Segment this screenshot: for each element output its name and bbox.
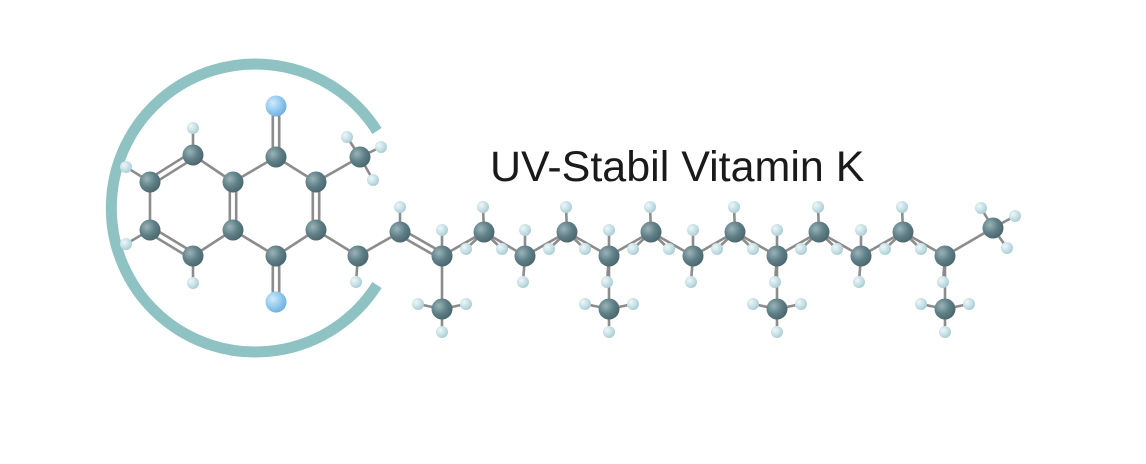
- hydrogen-atom: [915, 243, 927, 255]
- carbon-atom: [724, 221, 746, 243]
- hydrogen-atom: [663, 243, 675, 255]
- hydrogen-atom: [543, 243, 555, 255]
- carbon-atom: [514, 245, 536, 267]
- hydrogen-atom: [975, 202, 987, 214]
- carbon-atom: [682, 245, 704, 267]
- hydrogen-atom: [795, 243, 807, 255]
- carbon-atom: [182, 245, 204, 267]
- carbon-atom: [808, 221, 830, 243]
- teal-ring-arc: [105, 58, 382, 358]
- carbon-atom: [349, 146, 371, 168]
- carbon-atom: [598, 298, 620, 320]
- hydrogen-atom: [747, 298, 759, 310]
- hydrogen-atom: [187, 122, 199, 134]
- carbon-atom: [934, 298, 956, 320]
- hydrogen-atom: [896, 201, 908, 213]
- hydrogen-atom: [120, 238, 132, 250]
- hydrogen-atom: [795, 298, 807, 310]
- hydrogen-atom: [436, 326, 448, 338]
- hydrogen-atom: [350, 276, 362, 288]
- carbon-atom: [182, 144, 204, 166]
- carbon-atom: [598, 245, 620, 267]
- carbon-atom: [222, 219, 244, 241]
- hydrogen-atom: [579, 298, 591, 310]
- hydrogen-atom: [460, 243, 472, 255]
- hydrogen-atom: [915, 298, 927, 310]
- hydrogen-atom: [375, 141, 387, 153]
- carbon-atom: [934, 245, 956, 267]
- hydrogen-atom: [517, 276, 529, 288]
- carbon-atom: [431, 298, 453, 320]
- hydrogen-atom: [939, 326, 951, 338]
- hydrogen-atom: [603, 326, 615, 338]
- hydrogen-atom: [687, 224, 699, 236]
- hydrogen-atom: [579, 243, 591, 255]
- hydrogen-atom: [937, 276, 949, 288]
- hydrogen-atom: [477, 201, 489, 213]
- hydrogen-atom: [771, 224, 783, 236]
- carbon-atom: [850, 245, 872, 267]
- carbon-atom: [640, 221, 662, 243]
- hydrogen-atom: [601, 276, 613, 288]
- carbon-atom: [222, 171, 244, 193]
- carbon-atom: [305, 219, 327, 241]
- hydrogen-atom: [963, 298, 975, 310]
- oxygen-atom: [265, 95, 287, 117]
- hydrogen-atom: [436, 224, 448, 236]
- hydrogen-atom: [496, 243, 508, 255]
- hydrogen-atom: [627, 243, 639, 255]
- carbon-atom: [431, 245, 453, 267]
- carbon-atom: [766, 245, 788, 267]
- carbon-atom: [265, 245, 287, 267]
- hydrogen-atom: [685, 276, 697, 288]
- hydrogen-atom: [831, 243, 843, 255]
- product-title: UV-Stabil Vitamin K: [490, 143, 865, 191]
- hydrogen-atom: [341, 131, 353, 143]
- carbon-atom: [139, 219, 161, 241]
- atoms: [120, 95, 1021, 338]
- hydrogen-atom: [394, 201, 406, 213]
- hydrogen-atom: [1001, 242, 1013, 254]
- hydrogen-atom: [627, 298, 639, 310]
- hydrogen-atom: [771, 326, 783, 338]
- hydrogen-atom: [812, 201, 824, 213]
- carbon-atom: [556, 221, 578, 243]
- hydrogen-atom: [120, 161, 132, 173]
- hydrogen-atom: [769, 276, 781, 288]
- bonds: [124, 104, 1017, 334]
- hydrogen-atom: [853, 276, 865, 288]
- carbon-atom: [389, 221, 411, 243]
- carbon-atom: [982, 217, 1004, 239]
- carbon-atom: [265, 146, 287, 168]
- hydrogen-atom: [747, 243, 759, 255]
- hydrogen-atom: [603, 224, 615, 236]
- hydrogen-atom: [412, 298, 424, 310]
- hydrogen-atom: [711, 243, 723, 255]
- hydrogen-atom: [879, 243, 891, 255]
- hydrogen-atom: [519, 224, 531, 236]
- carbon-atom: [766, 298, 788, 320]
- carbon-atom: [347, 245, 369, 267]
- hydrogen-atom: [644, 201, 656, 213]
- carbon-atom: [473, 221, 495, 243]
- oxygen-atom: [265, 291, 287, 313]
- hydrogen-atom: [187, 277, 199, 289]
- hydrogen-atom: [460, 298, 472, 310]
- hydrogen-atom: [855, 224, 867, 236]
- hydrogen-atom: [1009, 210, 1021, 222]
- carbon-atom: [139, 171, 161, 193]
- carbon-atom: [305, 171, 327, 193]
- hydrogen-atom: [728, 201, 740, 213]
- carbon-atom: [892, 221, 914, 243]
- hydrogen-atom: [367, 174, 379, 186]
- hydrogen-atom: [560, 201, 572, 213]
